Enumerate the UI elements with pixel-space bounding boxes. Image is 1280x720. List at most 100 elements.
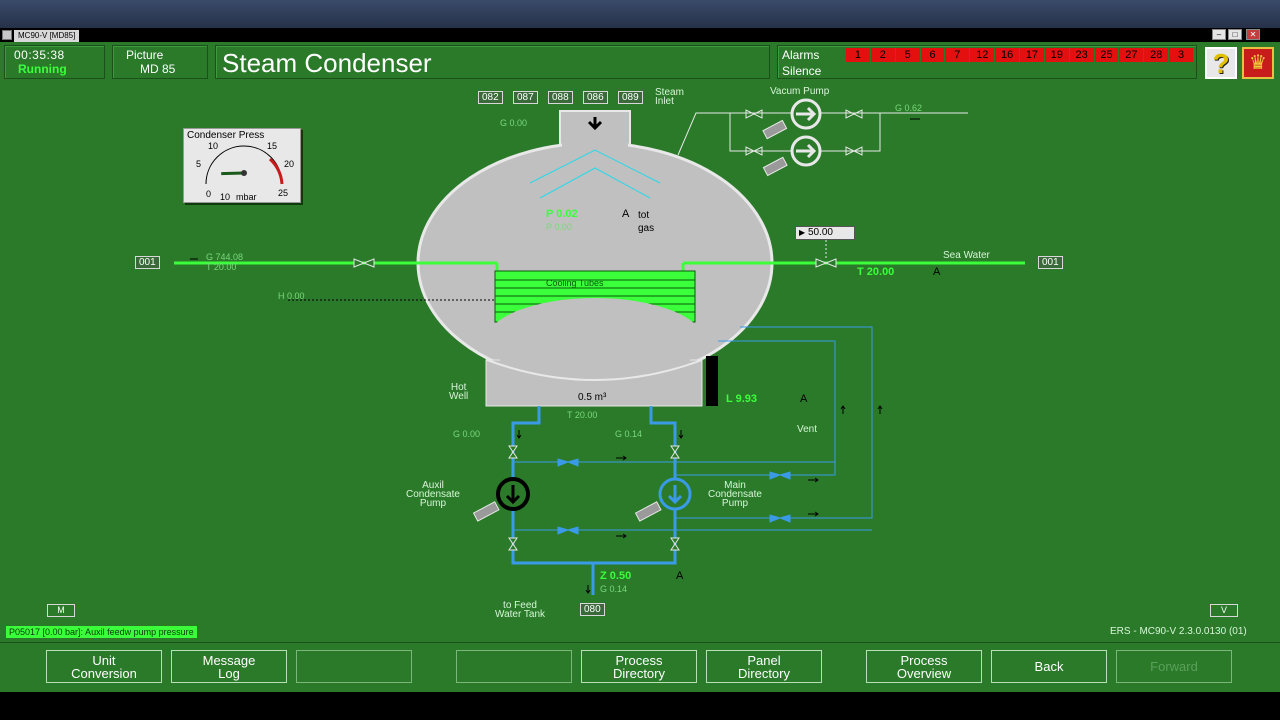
sea-water-valve-right[interactable] <box>815 240 837 268</box>
steam-baffle <box>529 149 661 199</box>
gauge-title: Condenser Press <box>187 130 265 141</box>
alarm-23[interactable]: 23 <box>1069 48 1095 62</box>
outlet-flow: G 0.14 <box>600 584 628 594</box>
tag-087[interactable]: 087 <box>513 91 538 104</box>
taskbar-strip <box>0 692 1280 720</box>
main-condensate-pump-icon[interactable] <box>658 477 692 511</box>
alarm-19[interactable]: 19 <box>1044 48 1070 62</box>
alarms-button[interactable]: Alarms <box>782 48 820 62</box>
neck-joint <box>562 135 628 155</box>
alarm-5[interactable]: 5 <box>895 48 921 62</box>
window-title: MC90-V [MD85] <box>14 30 80 42</box>
run-state: Running <box>18 62 67 76</box>
help-icon[interactable]: ? <box>1205 47 1237 79</box>
hot-well-volume: 0.5 m³ <box>578 392 607 403</box>
play-icon: ▶ <box>799 228 806 237</box>
menu-v-button[interactable]: V <box>1210 604 1238 617</box>
gauge-dial: 0 5 10 15 20 25 10 mbar <box>196 141 294 202</box>
norwegian-lion-logo-icon: ♛ <box>1242 47 1274 79</box>
gauge-tick-25: 25 <box>278 188 288 198</box>
silence-button[interactable]: Silence <box>782 64 822 78</box>
unit-conversion-button[interactable]: Unit Conversion <box>46 650 162 683</box>
simulation-clock: 00:35:38 <box>14 48 65 62</box>
sea-water-flow: G 744.08 <box>206 252 244 262</box>
vacuum-flow: G 0.62 <box>895 103 923 113</box>
main-pump-label: Main Condensate Pump <box>708 480 762 509</box>
alarm-25[interactable]: 25 <box>1094 48 1120 62</box>
message-log-button[interactable]: Message Log <box>171 650 287 683</box>
panel-directory-button[interactable]: Panel Directory <box>706 650 822 683</box>
cooling-tubes-label: Cooling Tubes <box>546 278 604 288</box>
gauge-tick-20: 20 <box>284 159 294 169</box>
forward-button[interactable]: Forward <box>1116 650 1232 683</box>
condenser-pressure-gauge[interactable]: Condenser Press 0 5 10 15 20 25 10 mbar <box>183 128 301 203</box>
hotwell-h-value: H 0.00 <box>278 291 305 301</box>
alarm-16[interactable]: 16 <box>995 48 1021 62</box>
gauge-tick-10: 10 <box>208 141 218 151</box>
process-directory-button[interactable]: Process Directory <box>581 650 697 683</box>
tag-089[interactable]: 089 <box>618 91 643 104</box>
blank-button-1[interactable] <box>296 650 412 683</box>
condenser-pressure-value: P 0.02 <box>546 208 578 220</box>
tot-gas-label: tot gas <box>638 210 655 234</box>
hot-well-label: Hot Well <box>449 382 469 402</box>
tag-082[interactable]: 082 <box>478 91 503 104</box>
feed-tank-label: to Feed Water Tank <box>495 600 546 620</box>
tag-088[interactable]: 088 <box>548 91 573 104</box>
steam-in-arrow <box>587 117 603 131</box>
sea-water-label: Sea Water <box>943 250 990 261</box>
pump-isolation-valves <box>508 445 680 551</box>
tag-001-right[interactable]: 001 <box>1038 256 1063 269</box>
main-pump-flow: G 0.14 <box>615 429 643 439</box>
vacuum-pump-1[interactable] <box>790 98 822 130</box>
back-button[interactable]: Back <box>991 650 1107 683</box>
hot-well-temp: T 20.00 <box>567 410 598 420</box>
outlet-valve-position: Z 0.50 <box>600 570 632 582</box>
flow-arrows <box>516 405 883 594</box>
alarm-2[interactable]: 2 <box>870 48 896 62</box>
title-panel <box>215 45 770 79</box>
level-gauge <box>706 356 718 406</box>
vacuum-pump-label: Vacum Pump <box>770 86 830 97</box>
vacuum-pump-motors <box>762 119 788 177</box>
vent-label: Vent <box>797 424 818 435</box>
close-button[interactable]: ✕ <box>1246 29 1260 40</box>
sea-water-inlet-temp: T 20.00 <box>206 262 237 272</box>
alarm-12[interactable]: 12 <box>970 48 996 62</box>
process-overview-button[interactable]: Process Overview <box>866 650 982 683</box>
gauge-needle <box>221 171 245 176</box>
sea-water-outlet-temp: T 20.00 <box>857 266 895 278</box>
seawater-valve-setpoint[interactable]: ▶ 50.00 <box>795 226 855 240</box>
picture-panel[interactable] <box>112 45 208 79</box>
tag-080[interactable]: 080 <box>580 603 605 616</box>
auxil-pump-flow: G 0.00 <box>453 429 481 439</box>
minimize-button[interactable]: – <box>1212 29 1226 40</box>
status-message[interactable]: P05017 [0.00 bar]: Auxil feedw pump pres… <box>6 626 197 638</box>
condenser-pressure-sub: P 0.00 <box>546 222 572 232</box>
menu-m-button[interactable]: M <box>47 604 75 617</box>
alarm-6[interactable]: 6 <box>920 48 946 62</box>
steam-inlet-label: Steam Inlet <box>655 87 684 107</box>
condensate-piping <box>511 406 677 595</box>
alarm-1[interactable]: 1 <box>846 48 871 62</box>
alarm-27[interactable]: 27 <box>1119 48 1145 62</box>
alarm-3[interactable]: 3 <box>1169 48 1195 62</box>
picture-label: Picture <box>126 48 164 62</box>
pump-motors <box>472 501 662 522</box>
auxil-condensate-pump-icon[interactable] <box>496 477 530 511</box>
alarm-7[interactable]: 7 <box>945 48 971 62</box>
vacuum-pump-2[interactable] <box>790 135 822 167</box>
picture-id: MD 85 <box>140 62 176 76</box>
tag-086[interactable]: 086 <box>583 91 608 104</box>
alarm-17[interactable]: 17 <box>1020 48 1045 62</box>
page-title: Steam Condenser <box>222 48 432 78</box>
sea-water-valve-left <box>353 258 375 268</box>
tag-001-left[interactable]: 001 <box>135 256 160 269</box>
gauge-tick-15: 15 <box>267 141 277 151</box>
blank-button-2[interactable] <box>456 650 572 683</box>
vacuum-valves <box>745 109 863 156</box>
alarm-28[interactable]: 28 <box>1144 48 1170 62</box>
maximize-button[interactable]: □ <box>1228 29 1242 40</box>
